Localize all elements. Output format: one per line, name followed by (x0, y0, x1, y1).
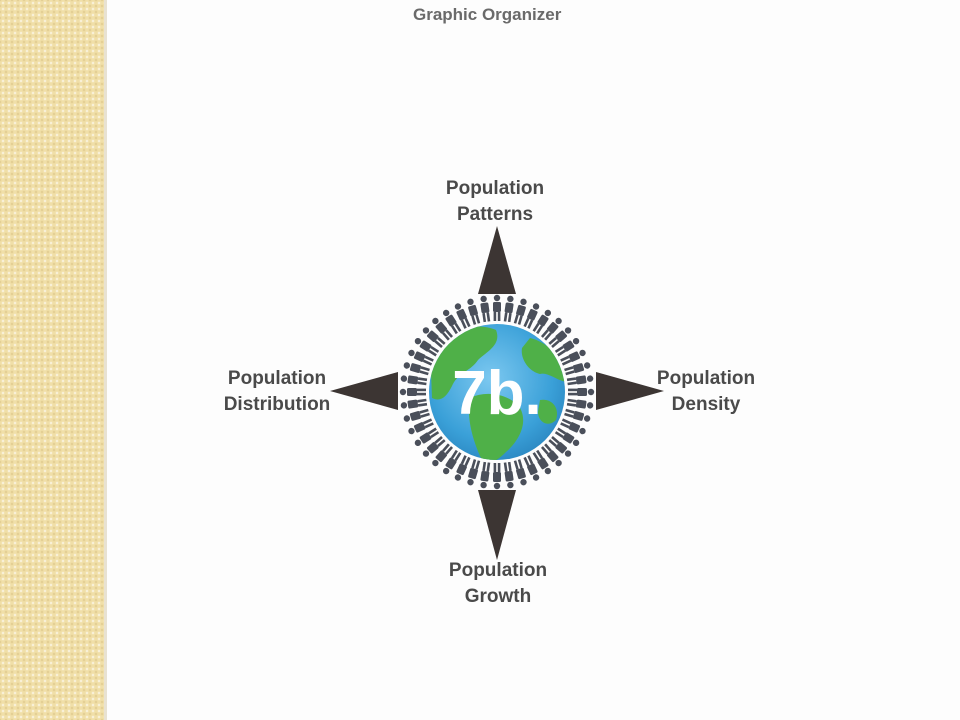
globe-icon: 7b. (429, 324, 565, 460)
label-population-distribution: Population Distribution (204, 366, 350, 418)
side-band-edge (104, 0, 107, 720)
label-line-2: Patterns (456, 204, 534, 225)
label-line-2: Growth (464, 586, 532, 607)
person-icon (568, 388, 595, 396)
center-badge: 7b. (452, 359, 542, 428)
person-icon (566, 398, 594, 410)
label-population-patterns: Population Patterns (425, 176, 565, 228)
person-icon (479, 295, 491, 323)
label-line-2: Density (671, 394, 741, 415)
person-icon (566, 374, 594, 386)
label-line-1: Population (448, 560, 548, 581)
person-icon (493, 463, 501, 490)
person-icon (503, 295, 515, 323)
label-population-growth: Population Growth (428, 558, 568, 610)
person-icon (399, 388, 426, 396)
arrow-left-icon (330, 372, 398, 410)
arrow-down-icon (478, 490, 516, 560)
arrow-up-icon (478, 226, 516, 294)
decorative-side-band (0, 0, 104, 720)
person-icon (479, 461, 491, 489)
label-line-1: Population (656, 368, 756, 389)
label-population-density: Population Density (640, 366, 772, 418)
label-line-2: Distribution (223, 394, 331, 415)
label-line-1: Population (227, 368, 327, 389)
person-icon (400, 398, 428, 410)
person-icon (493, 294, 501, 321)
person-icon (503, 461, 515, 489)
page-title: Graphic Organizer (413, 5, 562, 24)
label-line-1: Population (445, 178, 545, 199)
person-icon (400, 374, 428, 386)
arrow-right-icon (596, 372, 664, 410)
